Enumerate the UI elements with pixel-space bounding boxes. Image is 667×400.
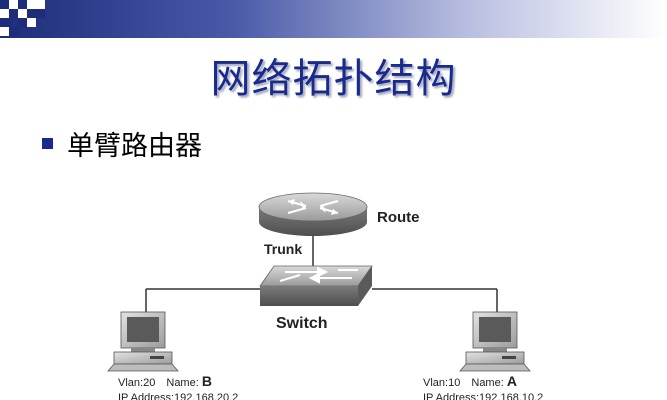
bullet-marker	[42, 138, 53, 149]
bullet-item: 单臂路由器	[42, 124, 202, 163]
host-b-name: B	[202, 373, 212, 389]
header-checker-pattern	[0, 0, 60, 38]
host-b-line1: Vlan:20 Name: B	[118, 373, 212, 389]
host-b-name-label: Name:	[166, 377, 198, 389]
host-a-line1: Vlan:10 Name: A	[423, 373, 517, 389]
slide-title: 网络拓扑结构	[210, 56, 457, 102]
switch-icon	[259, 265, 373, 306]
pc-b-icon	[107, 311, 179, 372]
host-b-ip: IP Address:192.168.20.2	[118, 392, 238, 400]
header-strip	[0, 0, 667, 38]
host-a-name: A	[507, 373, 517, 389]
pc-a-icon	[459, 311, 531, 372]
host-a-name-label: Name:	[471, 377, 503, 389]
trunk-label: Trunk	[264, 241, 302, 257]
host-b-vlan: Vlan:20	[118, 377, 155, 389]
bullet-text: 单臂路由器	[67, 131, 202, 162]
router-icon	[258, 192, 368, 236]
host-a-ip: IP Address:192.168.10.2	[423, 392, 543, 400]
host-a-vlan: Vlan:10	[423, 377, 460, 389]
router-label: Route	[377, 209, 420, 226]
switch-label: Switch	[276, 315, 328, 332]
